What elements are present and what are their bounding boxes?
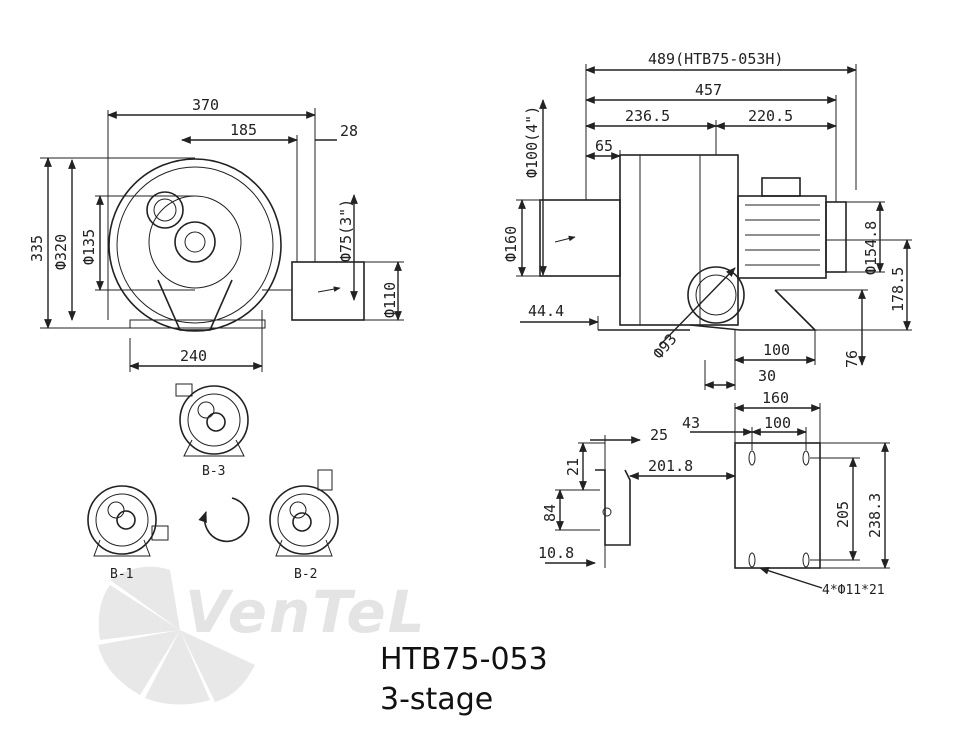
brand-logo-text: VenTeL <box>185 578 427 646</box>
dim-d110: Ф110 <box>381 282 399 318</box>
dim-21: 21 <box>564 458 582 476</box>
dim-370: 370 <box>192 96 219 114</box>
view-b1: B-1 <box>87 485 169 582</box>
dim-d320: Ф320 <box>52 234 70 270</box>
product-caption: HTB75-053 3-stage <box>380 640 548 720</box>
dim-holes: 4*Ф11*21 <box>822 583 885 598</box>
rotation-arrow-icon <box>198 497 250 543</box>
dim-201-8: 201.8 <box>648 457 693 475</box>
side-view <box>539 154 847 331</box>
dim-457: 457 <box>695 81 722 99</box>
dim-30: 30 <box>758 367 776 385</box>
dim-d154-8: Ф154.8 <box>862 221 880 275</box>
dim-178-5: 178.5 <box>889 267 907 312</box>
stage-count: 3-stage <box>380 682 494 717</box>
side-dimensions: 489(HTB75-053H) 457 236.5 220.5 65 Ф100(… <box>502 50 912 390</box>
dim-238-3: 238.3 <box>866 493 884 538</box>
view-b3: B-3 <box>175 383 249 479</box>
dim-10-8: 10.8 <box>538 544 574 562</box>
view-label-b1: B-1 <box>110 567 133 582</box>
base-dimensions: 160 43 100 25 201.8 21 84 10.8 205 238.3… <box>538 389 890 598</box>
dim-43: 43 <box>682 414 700 432</box>
dim-335: 335 <box>28 235 46 262</box>
dim-25: 25 <box>650 426 668 444</box>
dim-160: 160 <box>762 389 789 407</box>
front-dimensions: 370 185 28 335 Ф320 Ф135 240 Ф75(3") Ф11… <box>28 96 404 372</box>
dim-d160: Ф160 <box>502 226 520 262</box>
brand-watermark: VenTeL <box>98 566 427 705</box>
dim-d93: Ф93 <box>649 330 680 362</box>
dim-d100: Ф100(4") <box>523 106 541 178</box>
dim-65: 65 <box>595 137 613 155</box>
dim-489: 489(HTB75-053H) <box>648 50 783 68</box>
base-view <box>595 442 821 569</box>
view-label-b2: B-2 <box>294 567 317 582</box>
view-label-b3: B-3 <box>202 464 225 479</box>
dim-100-base: 100 <box>764 414 791 432</box>
dim-220-5: 220.5 <box>748 107 793 125</box>
dim-240: 240 <box>180 347 207 365</box>
dim-185: 185 <box>230 121 257 139</box>
dim-76: 76 <box>843 350 861 368</box>
model-name: HTB75-053 <box>380 642 548 677</box>
dim-100-side: 100 <box>763 341 790 359</box>
front-view <box>108 158 365 332</box>
view-b2: B-2 <box>269 469 339 582</box>
dim-84: 84 <box>541 504 559 522</box>
dim-d75: Ф75(3") <box>337 199 355 262</box>
dim-d135: Ф135 <box>80 229 98 265</box>
dim-44-4: 44.4 <box>528 302 564 320</box>
dim-28: 28 <box>340 122 358 140</box>
dim-205: 205 <box>834 501 852 528</box>
dim-236-5: 236.5 <box>625 107 670 125</box>
